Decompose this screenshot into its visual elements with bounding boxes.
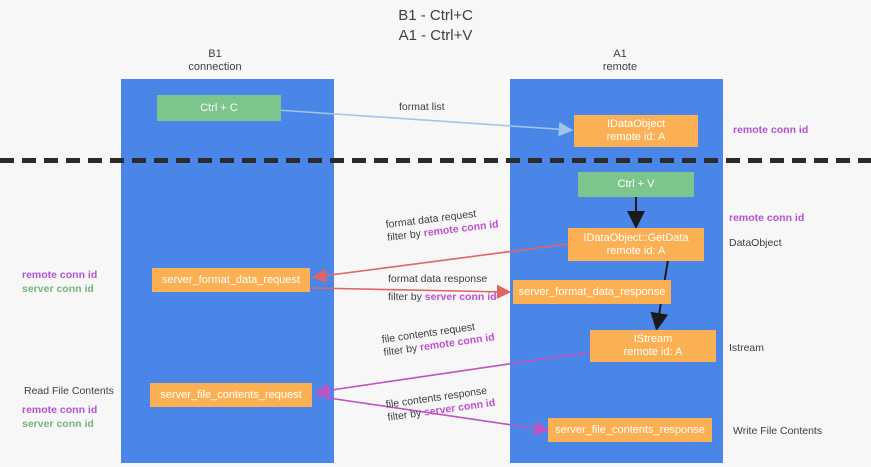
right-label-write-file-contents-text: Write File Contents	[733, 425, 823, 437]
node-getdata-line1: IDataObject::GetData	[583, 231, 689, 244]
node-idataobject[interactable]: IDataObject remote id: A	[574, 115, 698, 147]
node-ctrl-c[interactable]: Ctrl + C	[157, 95, 281, 121]
edge-label-format-data-response-line2: filter by server conn id	[388, 291, 497, 304]
right-label-istream: Istream	[729, 341, 764, 355]
column-header-a1: A1 remote	[560, 48, 680, 74]
edge-label-format-list-text: format list	[399, 101, 445, 113]
right-label-dataobject-text: DataObject	[729, 237, 782, 249]
arrow-format-list	[276, 109, 574, 137]
right-label-remote-conn-id-mid: remote conn id	[729, 211, 804, 225]
title-line-2: A1 - Ctrl+V	[398, 27, 473, 44]
node-idataobject-line2: remote id: A	[606, 131, 666, 143]
column-a1-name: A1	[613, 48, 627, 60]
node-server-file-contents-response[interactable]: server_file_contents_response	[548, 418, 712, 442]
right-label-remote-conn-id-top: remote conn id	[733, 123, 808, 137]
title-line-1: B1 - Ctrl+C	[398, 7, 473, 24]
node-server-format-data-response-label: server_format_data_response	[518, 285, 666, 298]
node-ctrl-v-label: Ctrl + V	[617, 178, 655, 190]
left-label-server-conn-id-2-text: server conn id	[22, 418, 94, 430]
node-ctrl-c-label: Ctrl + C	[200, 101, 238, 114]
edge-label-format-list: format list	[399, 101, 445, 114]
right-label-remote-conn-id-top-text: remote conn id	[733, 124, 809, 136]
node-server-format-data-request[interactable]: server_format_data_request	[152, 268, 310, 292]
left-label-conn-ids-file: remote conn id server conn id	[22, 403, 97, 431]
node-server-format-data-response[interactable]: server_format_data_response	[513, 280, 671, 304]
node-server-file-contents-request-label: server_file_contents_request	[160, 388, 302, 401]
right-label-dataobject: DataObject	[729, 236, 782, 250]
node-istream-line1: IStream	[633, 333, 673, 345]
node-idataobject-getdata[interactable]: IDataObject::GetData remote id: A	[568, 228, 704, 261]
node-server-file-contents-request[interactable]: server_file_contents_request	[150, 383, 312, 407]
right-label-istream-text: Istream	[729, 342, 765, 354]
arrow-file-contents-response	[314, 395, 550, 436]
node-getdata-line2: remote id: A	[606, 244, 666, 257]
left-label-read-file-contents: Read File Contents	[24, 384, 114, 398]
edge-label-format-data-response: format data response filter by server co…	[388, 273, 497, 304]
column-header-b1: B1 connection	[155, 48, 275, 74]
arrow-format-data-request	[311, 243, 569, 283]
right-label-write-file-contents: Write File Contents	[733, 424, 822, 438]
column-b1-name: B1	[208, 48, 222, 60]
node-ctrl-v[interactable]: Ctrl + V	[578, 172, 694, 197]
filter-highlight-server-conn-id: server conn id	[424, 291, 497, 303]
right-label-remote-conn-id-mid-text: remote conn id	[729, 212, 805, 224]
node-idataobject-line1: IDataObject	[606, 118, 666, 130]
left-label-conn-ids-format: remote conn id server conn id	[22, 268, 97, 296]
node-server-file-contents-response-label: server_file_contents_response	[555, 423, 705, 436]
edge-label-format-data-response-line1: format data response	[388, 273, 488, 285]
left-label-remote-conn-id-text: remote conn id	[22, 269, 98, 281]
page-title: B1 - Ctrl+C A1 - Ctrl+V	[0, 6, 871, 46]
section-divider	[0, 158, 871, 163]
left-label-read-file-contents-text: Read File Contents	[24, 385, 114, 397]
node-server-format-data-request-label: server_format_data_request	[161, 273, 301, 286]
left-label-server-conn-id-text: server conn id	[22, 283, 94, 295]
filter-prefix-2: filter by	[388, 291, 425, 303]
column-a1-sub: remote	[602, 61, 638, 73]
node-istream-line2: remote id: A	[623, 346, 683, 358]
node-istream[interactable]: IStream remote id: A	[590, 330, 716, 362]
arrow-file-contents-request	[314, 351, 591, 398]
arrow-format-data-response	[311, 284, 512, 299]
column-b1-sub: connection	[188, 61, 242, 73]
left-label-remote-conn-id-2-text: remote conn id	[22, 404, 98, 416]
